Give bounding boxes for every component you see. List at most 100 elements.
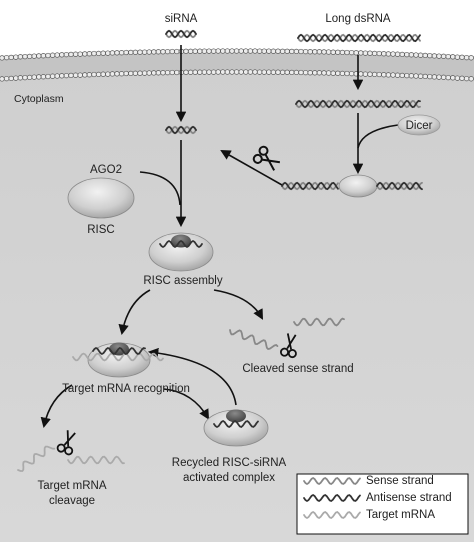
membrane-lipid-head — [404, 51, 410, 58]
membrane-lipid-head — [49, 73, 56, 79]
membrane-lipid-head — [95, 71, 102, 78]
membrane-lipid-head — [3, 75, 10, 82]
membrane-lipid-head — [45, 52, 51, 59]
membrane-lipid-head — [174, 48, 180, 55]
membrane-lipid-head — [408, 52, 415, 58]
dicer-label-bubble — [397, 114, 441, 136]
diced-dsrna-right-antisense-strand — [376, 181, 423, 191]
scissors-icon — [56, 430, 76, 456]
membrane-lipid-head — [256, 48, 263, 54]
membrane-lipid-head — [440, 74, 447, 80]
membrane-lipid-head — [26, 53, 33, 60]
membrane-lipid-head — [408, 73, 415, 79]
pathway-arrows — [40, 45, 399, 429]
membrane-lipid-head — [376, 71, 382, 78]
membrane-lipid-head — [146, 70, 152, 76]
membrane-lipid-head — [459, 54, 465, 60]
legend-target-mrna-swatch — [303, 510, 361, 520]
membrane-lipid-head — [141, 49, 148, 55]
risc-assembly-complex — [148, 232, 214, 272]
membrane-lipid-head — [183, 69, 189, 75]
membrane-lipid-head — [13, 75, 19, 81]
cleaved-target-piece-2 — [67, 455, 125, 465]
dicer-protein — [338, 174, 378, 198]
membrane-lipid-head — [371, 50, 378, 57]
membrane-lipid-head — [86, 51, 93, 57]
cytoplasm-region — [0, 68, 474, 542]
membrane-lipid-head — [164, 69, 171, 76]
membrane-lipid-head — [201, 69, 208, 75]
membrane-lipid-head — [137, 70, 143, 76]
cleaved-target-piece-1 — [17, 445, 56, 472]
recycled-complex-label: Recycled RISC-siRNA — [172, 457, 287, 469]
membrane-lipid-head — [385, 72, 392, 78]
membrane-lipid-head — [330, 70, 336, 76]
membrane-lipid-head — [0, 76, 5, 82]
membrane-lipid-head — [22, 53, 28, 60]
membrane-lipid-head — [95, 50, 102, 57]
risc-assembly-label: RISC assembly — [143, 275, 222, 287]
membrane-lipid-head — [316, 70, 323, 76]
membrane-lipid-head — [431, 53, 438, 59]
membrane-lipid-head — [247, 48, 254, 54]
membrane-lipid-head — [36, 74, 42, 80]
membrane-lipid-head — [238, 69, 244, 75]
risc-label: RISC — [87, 224, 114, 236]
membrane-lipid-head — [436, 53, 442, 59]
membrane-lipid-head — [160, 70, 166, 76]
target-mrna-recognition-label: Target mRNA recognition — [62, 383, 190, 395]
membrane-lipid-head — [160, 49, 166, 55]
membrane-lipid-head — [123, 49, 129, 56]
cell-membrane — [0, 48, 474, 82]
membrane-lipid-head — [243, 69, 249, 75]
membrane-lipid-head — [293, 69, 300, 76]
membrane-lipid-head — [399, 72, 405, 79]
scissors-icon — [279, 333, 297, 359]
membrane-lipid-head — [72, 72, 79, 78]
membrane-lipid-head — [197, 48, 203, 54]
membrane-lipid-head — [417, 73, 424, 79]
arrow-to-cleaved-sense — [213, 289, 263, 320]
membrane-lipid-head — [54, 73, 60, 79]
membrane-lipid-head — [307, 70, 313, 76]
membrane-lipid-head — [100, 50, 106, 56]
membrane-lipid-head — [302, 69, 309, 76]
membrane-lipid-head — [289, 48, 295, 55]
membrane-lipid-head — [8, 54, 14, 61]
membrane-lipid-head — [247, 69, 254, 75]
membrane-lipid-head — [284, 69, 290, 75]
membrane-lipid-head — [445, 74, 451, 81]
membrane-lipid-head — [72, 51, 79, 57]
membrane-lipid-head — [404, 72, 410, 79]
membrane-lipid-head — [224, 69, 231, 75]
membrane-lipid-head — [54, 52, 60, 58]
membrane-lipid-head — [390, 51, 396, 57]
membrane-lipid-head — [59, 52, 65, 58]
membrane-lipid-head — [31, 53, 37, 59]
membrane-lipid-head — [114, 50, 120, 56]
membrane-lipid-head — [413, 73, 419, 79]
target-mrna-cleavage-label: Target mRNA — [37, 480, 106, 492]
arrow-dicer-to-sirna — [220, 149, 283, 186]
membrane-lipid-head — [82, 72, 88, 78]
diced-dsrna-left-sense-strand — [281, 181, 339, 191]
membrane-lipid-head — [463, 54, 470, 61]
membrane-lipid-head — [132, 49, 139, 55]
membrane-lipid-head — [348, 49, 355, 56]
membrane-lipid-head — [215, 48, 221, 54]
membrane-lipid-head — [284, 48, 290, 54]
sirna-label: siRNA — [165, 13, 198, 25]
membrane-lipid-head — [321, 49, 327, 55]
membrane-lipid-head — [330, 49, 336, 55]
membrane-lipid-head — [339, 70, 346, 77]
recycled-risc-complex — [203, 409, 269, 447]
membrane-lipid-head — [0, 55, 5, 61]
membrane-lipid-head — [307, 49, 313, 55]
membrane-lipid-head — [206, 69, 212, 75]
membrane-lipid-head — [279, 48, 286, 54]
membrane-lipid-head — [293, 48, 300, 55]
cleaved-sense-strand-label: Cleaved sense strand — [242, 363, 353, 375]
membrane-lipid-head — [68, 51, 74, 58]
membrane-lipid-head — [362, 71, 369, 77]
membrane-lipid-head — [68, 72, 74, 79]
